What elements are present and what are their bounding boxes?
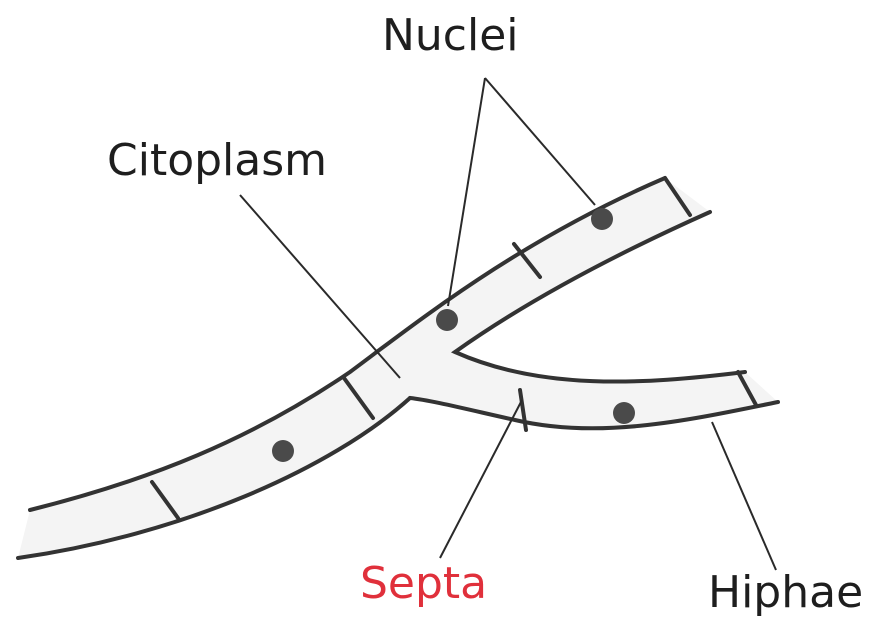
septa-pointer <box>440 400 522 558</box>
nucleus <box>272 440 294 462</box>
hiphae-pointer <box>712 422 776 570</box>
nucleus <box>436 309 458 331</box>
nuclei-label: Nuclei <box>382 14 519 58</box>
citoplasm-pointer <box>240 195 400 378</box>
hiphae-label: Hiphae <box>708 571 863 615</box>
citoplasm-label: Citoplasm <box>107 139 327 183</box>
nucleus <box>591 208 613 230</box>
nuclei-pointer-right <box>485 78 595 205</box>
nuclei-pointer-left <box>448 78 485 306</box>
nucleus <box>613 402 635 424</box>
septa-label: Septa <box>360 562 487 606</box>
